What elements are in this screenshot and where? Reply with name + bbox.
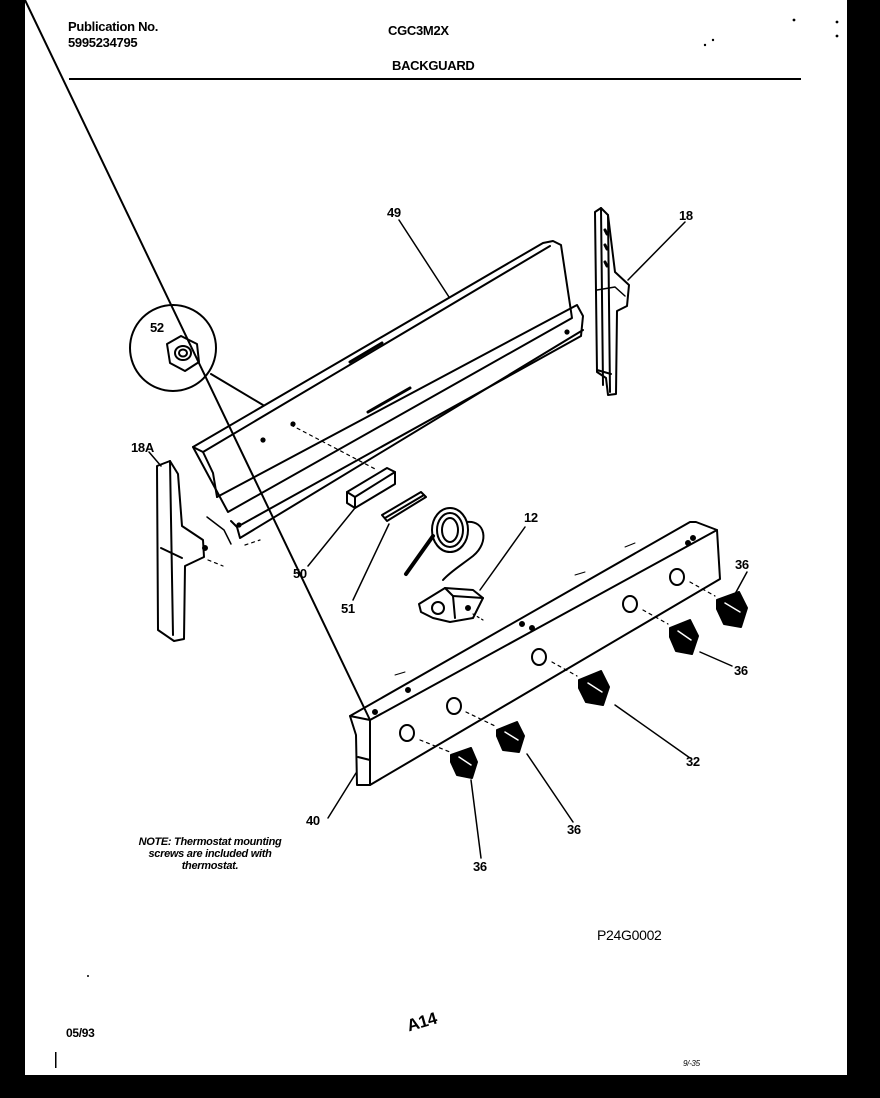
- callout-36-top: 36: [735, 557, 749, 572]
- knob-3: [551, 661, 610, 706]
- parts-diagram-sheet: Publication No. 5995234795 CGC3M2X BACKG…: [25, 0, 847, 1075]
- callout-50: 50: [293, 566, 307, 581]
- publication-label: Publication No.: [68, 19, 159, 34]
- callout-51: 51: [341, 601, 355, 616]
- callout-36-middle: 36: [567, 822, 581, 837]
- diagram-code: P24G0002: [597, 927, 662, 943]
- note-line-3: thermostat.: [181, 860, 239, 872]
- mounting-bracket: [346, 467, 396, 509]
- note-line-2: screws are included with: [148, 848, 272, 860]
- callout-18a: 18A: [131, 440, 154, 455]
- backguard-panel: [192, 240, 584, 545]
- callout-36-bottom: 36: [473, 859, 487, 874]
- thermostat-assembly: [404, 507, 485, 623]
- model-number: CGC3M2X: [388, 23, 449, 38]
- control-panel: [25, 0, 721, 786]
- thermostat-note: NOTE: Thermostat mounting screws are inc…: [125, 836, 295, 872]
- scan-specks: [55, 18, 839, 1068]
- side-trim-right: [594, 207, 630, 396]
- callout-49: 49: [387, 205, 401, 220]
- callout-36-right: 36: [734, 663, 748, 678]
- side-trim-left: [156, 460, 224, 642]
- insulator-strip: [381, 491, 427, 522]
- knob-1: [419, 739, 478, 779]
- section-title: BACKGUARD: [392, 58, 475, 73]
- exploded-view-drawing: [25, 0, 839, 1068]
- publication-number: 5995234795: [68, 35, 138, 50]
- callout-18: 18: [679, 208, 693, 223]
- knob-2: [465, 711, 525, 753]
- callout-32: 32: [686, 754, 700, 769]
- callout-52: 52: [150, 320, 164, 335]
- callout-40: 40: [306, 813, 320, 828]
- revision-date: 05/93: [66, 1026, 95, 1040]
- corner-mark: 9/-35: [683, 1059, 700, 1068]
- knob-5: [689, 581, 748, 628]
- knob-4: [642, 609, 699, 655]
- note-line-1: NOTE: Thermostat mounting: [138, 836, 282, 848]
- header-rule: [69, 78, 801, 80]
- callout-12: 12: [524, 510, 538, 525]
- leader-lines: [148, 219, 748, 859]
